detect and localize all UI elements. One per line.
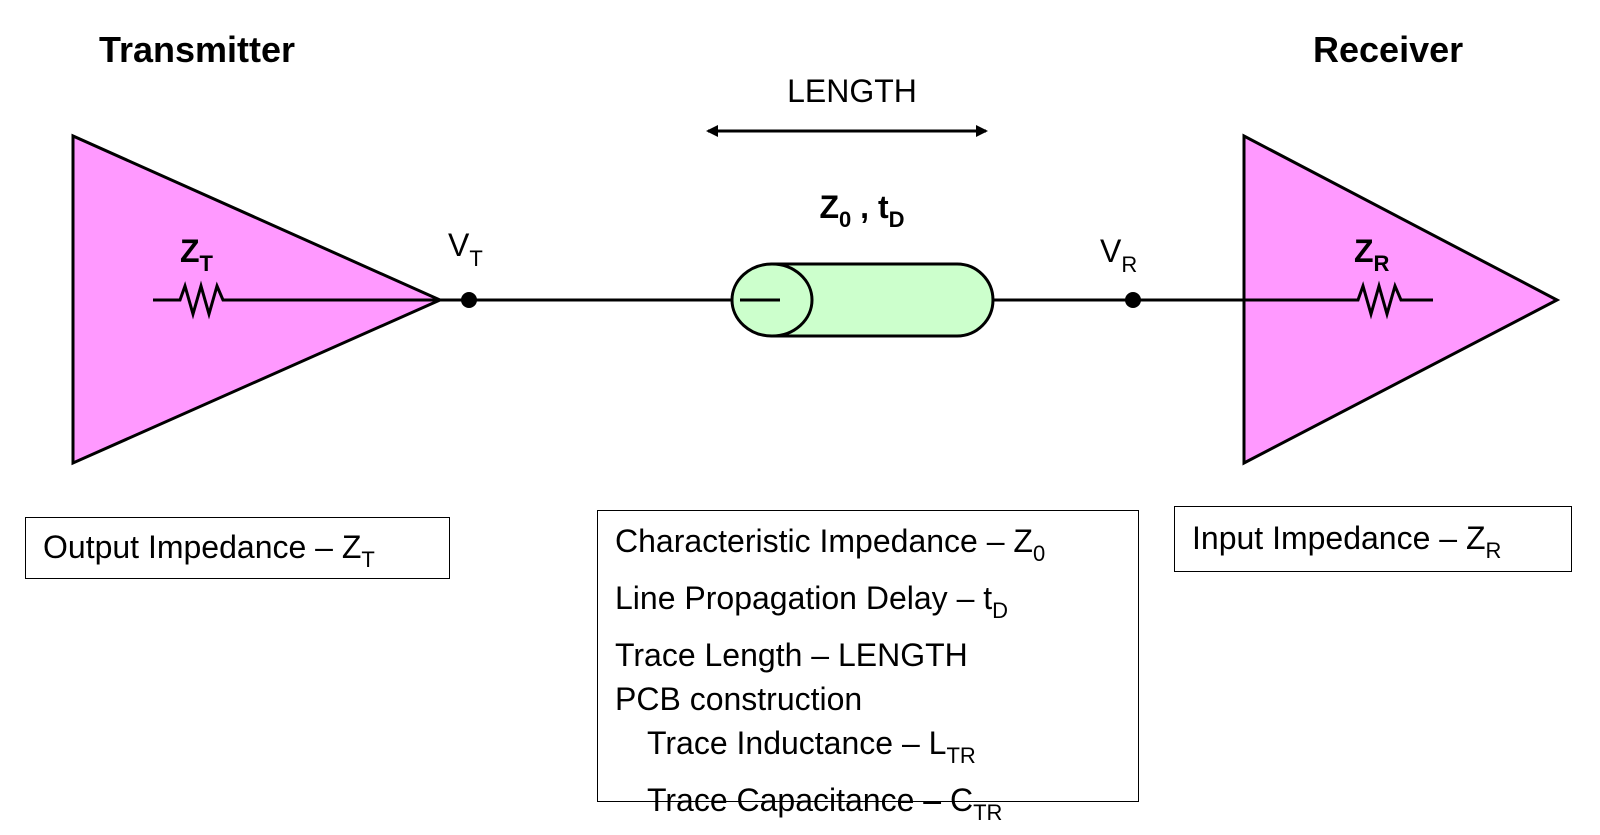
output-impedance-box: Output Impedance – ZT xyxy=(25,517,450,579)
legend-line-text: Line Propagation Delay – t xyxy=(615,580,993,616)
node-vt xyxy=(461,292,477,308)
legend-line-sub: TR xyxy=(973,800,1003,825)
legend-line: Characteristic Impedance – Z0 xyxy=(615,519,1138,576)
legend-line: Line Propagation Delay – tD xyxy=(615,576,1138,633)
length-label: LENGTH xyxy=(787,73,917,109)
output-impedance-text: Output Impedance – Z xyxy=(43,529,362,565)
receiver-title: Receiver xyxy=(1313,29,1464,70)
input-impedance-sub: R xyxy=(1485,538,1502,563)
line-parameters-label: Z0 , tD xyxy=(819,189,904,232)
receiver-resistor-label: ZR xyxy=(1354,233,1390,276)
legend-line: Trace Length – LENGTH xyxy=(615,633,1138,677)
legend-line-text: Trace Inductance – L xyxy=(647,725,947,761)
legend-line-text: PCB construction xyxy=(615,681,863,717)
transmitter-resistor xyxy=(153,280,440,320)
legend-line-sub: D xyxy=(992,598,1009,623)
legend-line: PCB construction xyxy=(615,677,1138,721)
legend-line-sub: 0 xyxy=(1032,541,1046,566)
receiver-resistor xyxy=(1340,280,1433,320)
transmitter-resistor-label: ZT xyxy=(180,233,214,276)
output-impedance-sub: T xyxy=(361,547,375,572)
legend-line: Trace Inductance – LTR xyxy=(615,721,1138,778)
legend-line-text: Trace Capacitance – C xyxy=(647,782,974,818)
node-vr-label: VR xyxy=(1100,233,1137,277)
input-impedance-box: Input Impedance – ZR xyxy=(1174,506,1572,572)
legend-line: Trace Capacitance – CTR xyxy=(615,778,1138,835)
input-impedance-text: Input Impedance – Z xyxy=(1192,520,1486,556)
transmission-line-body xyxy=(770,262,995,338)
node-vr xyxy=(1125,292,1141,308)
node-vt-label: VT xyxy=(448,227,483,271)
legend-line-sub: TR xyxy=(946,743,976,768)
legend-line-text: Trace Length – LENGTH xyxy=(615,637,968,673)
transmitter-title: Transmitter xyxy=(99,29,296,70)
legend-line-text: Characteristic Impedance – Z xyxy=(615,523,1033,559)
